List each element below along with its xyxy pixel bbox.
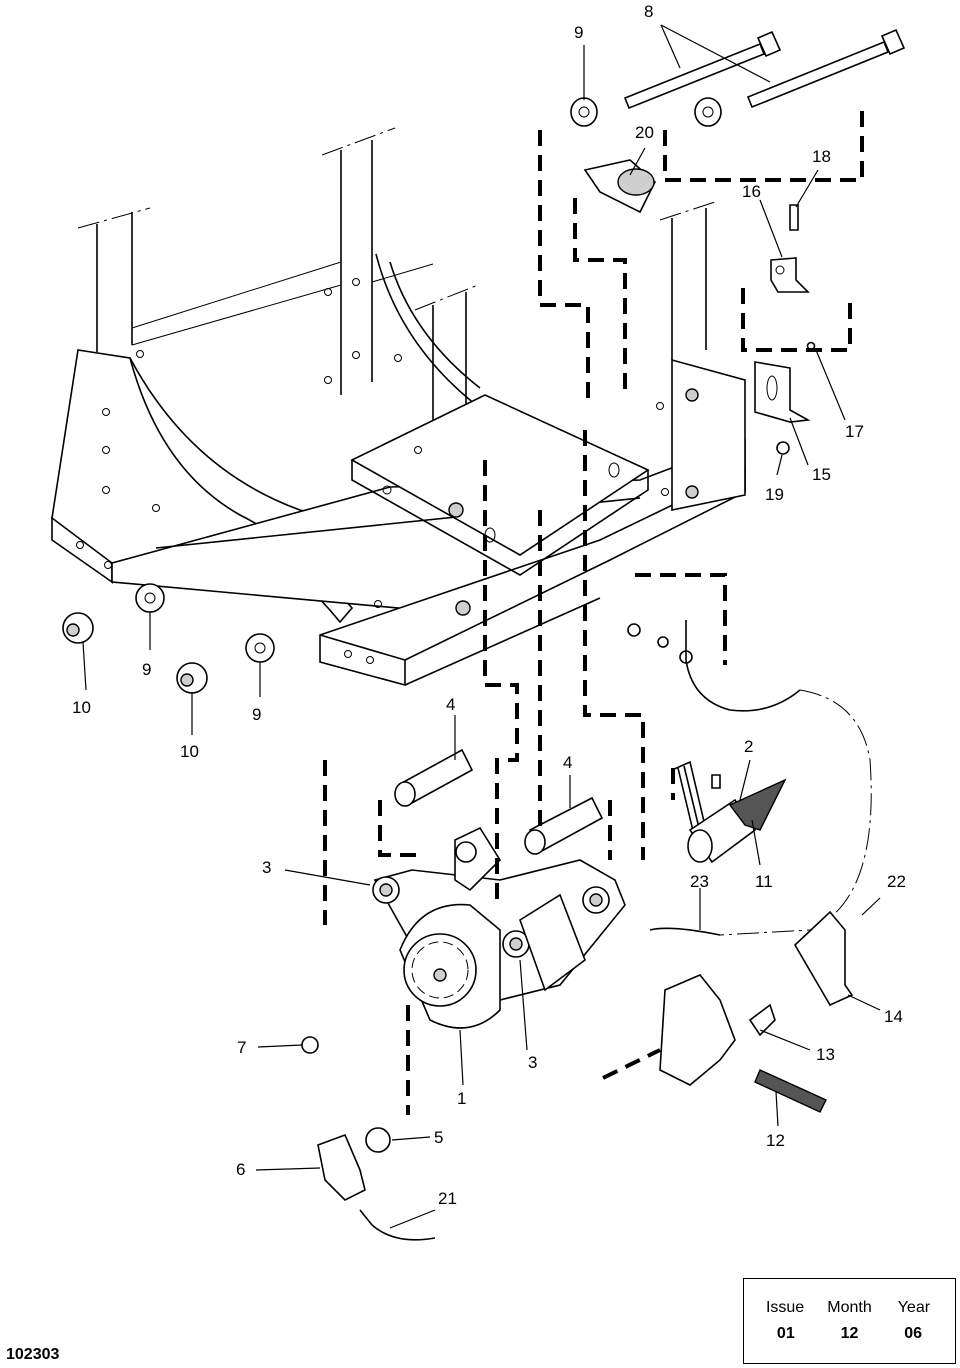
callout-9: 9 xyxy=(142,660,151,679)
ground-wire xyxy=(627,620,872,936)
callout-4: 4 xyxy=(563,753,572,772)
callout-11: 11 xyxy=(755,872,773,891)
nuts-and-washers-left xyxy=(62,583,275,694)
callout-9: 9 xyxy=(252,705,261,724)
callout-21: 21 xyxy=(438,1189,457,1208)
callout-1: 1 xyxy=(457,1089,466,1108)
callout-17: 17 xyxy=(845,422,864,441)
month-header: Month xyxy=(827,1299,872,1316)
callout-labels: 8 9 20 18 16 17 15 19 9 10 9 10 4 4 2 3 … xyxy=(72,2,906,1208)
year-header: Year xyxy=(897,1299,931,1316)
bolt-8-pair xyxy=(570,28,906,127)
frame-assembly xyxy=(51,127,746,687)
issue-date-box: Issue Month Year 01 12 06 xyxy=(743,1278,956,1364)
callout-14: 14 xyxy=(884,1007,903,1026)
clamp-part-20 xyxy=(583,159,656,214)
callout-12: 12 xyxy=(766,1131,785,1150)
callout-10: 10 xyxy=(180,742,199,761)
month-value: 12 xyxy=(840,1325,859,1342)
issue-header-row: Issue Month Year xyxy=(744,1299,955,1317)
callout-18: 18 xyxy=(812,147,831,166)
year-value: 06 xyxy=(904,1325,923,1342)
callout-13: 13 xyxy=(816,1045,835,1064)
callout-6: 6 xyxy=(236,1160,245,1179)
callout-23: 23 xyxy=(690,872,709,891)
callout-4: 4 xyxy=(446,695,455,714)
parts-5-6-21-7 xyxy=(301,1036,436,1241)
issue-values-row: 01 12 06 xyxy=(744,1325,955,1343)
leader-lines xyxy=(82,24,881,1229)
covers-13-14 xyxy=(659,910,854,1113)
assembly-dashed-lines xyxy=(323,110,864,1115)
callout-16: 16 xyxy=(742,182,761,201)
brackets-15-16 xyxy=(754,204,816,455)
callout-9: 9 xyxy=(574,23,583,42)
callout-5: 5 xyxy=(434,1128,443,1147)
callout-7: 7 xyxy=(237,1038,246,1057)
callout-20: 20 xyxy=(635,123,654,142)
callout-2: 2 xyxy=(744,737,753,756)
callout-15: 15 xyxy=(812,465,831,484)
spacers-part-4 xyxy=(394,748,604,855)
callout-3: 3 xyxy=(262,858,271,877)
issue-value: 01 xyxy=(776,1325,795,1342)
document-id: 102303 xyxy=(6,1346,60,1363)
sensor-part-2-11 xyxy=(671,760,787,864)
issue-header: Issue xyxy=(765,1299,805,1316)
motor-assembly xyxy=(372,826,626,1029)
callout-3: 3 xyxy=(528,1053,537,1072)
callout-10: 10 xyxy=(72,698,91,717)
callout-22: 22 xyxy=(887,872,906,891)
callout-8: 8 xyxy=(644,2,653,21)
callout-19: 19 xyxy=(765,485,784,504)
